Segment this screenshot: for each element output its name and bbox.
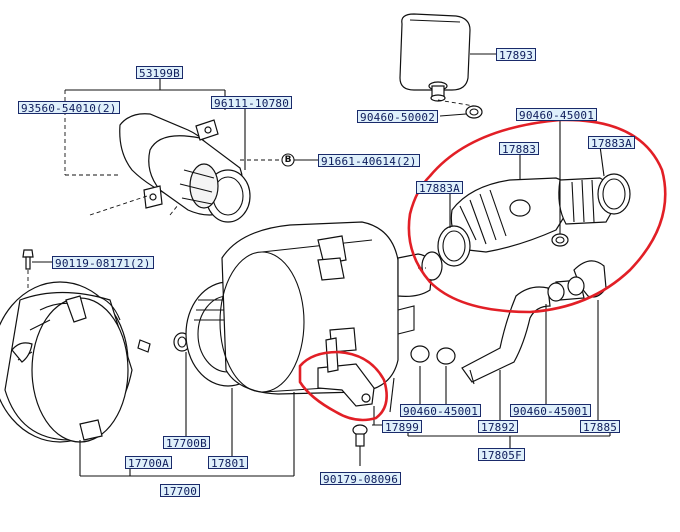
label-17892: 17892 [478,420,519,434]
label-90119: 90119-08171(2) [52,256,154,270]
label-17899: 17899 [382,420,423,434]
clip [137,339,151,353]
label-17700: 17700 [160,484,201,498]
bottom-bolt [352,424,368,447]
hose-17892 [461,286,551,385]
label-90179: 90179-08096 [320,472,402,486]
label-53199b: 53199B [136,66,183,80]
resonator-tank [399,13,471,102]
label-17883: 17883 [499,142,540,156]
highlight-bracket [298,350,388,422]
label-17893: 17893 [496,48,537,62]
clamp-pair [547,276,585,302]
label-91661: 91661-40614(2) [318,154,420,168]
marker-b-letter: B [284,155,292,165]
bracket [317,337,375,407]
label-17883a-left: 17883A [416,181,463,195]
label-17801: 17801 [208,456,249,470]
label-93560: 93560-54010(2) [18,101,120,115]
hose-clamp-right [597,173,631,215]
label-17700b: 17700B [163,436,210,450]
label-90460-45001-br: 90460-45001 [510,404,592,418]
label-90460-45001-top: 90460-45001 [516,108,598,122]
label-17883a-right: 17883A [588,136,635,150]
label-17700a: 17700A [125,456,172,470]
hose-clamp-left [437,225,471,267]
marker-b [281,153,295,167]
intake-hose-17883 [450,177,615,253]
label-17885: 17885 [580,420,621,434]
air-inlet-elbow [119,113,251,223]
label-90460-45001-bl: 90460-45001 [400,404,482,418]
small-clamp-top [551,233,569,247]
engine-side-ring [421,251,443,281]
grommet-left [410,345,456,365]
air-cleaner-cap [0,281,133,443]
label-90460-50002: 90460-50002 [357,110,439,124]
label-96111: 96111-10780 [211,96,293,110]
label-17805f: 17805F [478,448,525,462]
small-clamp [465,105,483,119]
bolt [22,249,34,270]
